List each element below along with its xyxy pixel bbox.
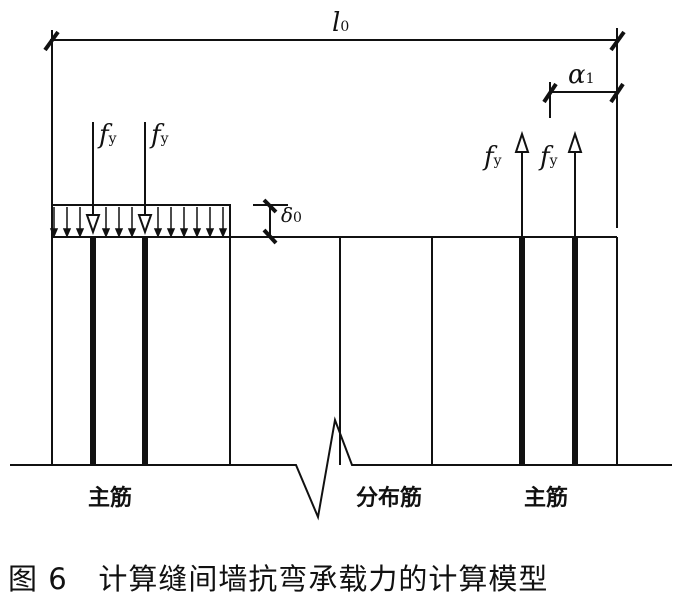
ground-break-line: [10, 416, 672, 521]
load-arrow-head: [179, 228, 189, 238]
load-arrow-head: [75, 228, 85, 238]
main-bars: [90, 237, 578, 465]
main-bar-label-right: 主筋: [524, 486, 569, 511]
load-arrow-head: [153, 228, 163, 238]
load-arrow-head: [166, 228, 176, 238]
figure-title: 计算缝间墙抗弯承载力的计算模型: [98, 562, 549, 596]
load-arrow-head: [218, 228, 228, 238]
load-arrow-head: [205, 228, 215, 238]
span-label: l0: [332, 8, 350, 38]
load-arrow-head: [127, 228, 137, 238]
load-arrow-head: [192, 228, 202, 238]
distributed-load-arrows: [49, 207, 228, 238]
force-label-1: fy: [99, 120, 117, 150]
main-bar-label-left: 主筋: [88, 486, 133, 511]
edge-distance-label: α1: [568, 60, 595, 90]
figure-caption: 图 6 计算缝间墙抗弯承载力的计算模型: [8, 556, 548, 598]
force-label-4: fy: [540, 142, 558, 172]
distributed-bar-label: 分布筋: [356, 486, 423, 511]
load-arrow-head: [62, 228, 72, 238]
load-arrow-head: [114, 228, 124, 238]
force-label-3: fy: [484, 142, 502, 172]
load-arrow-head: [49, 228, 59, 238]
delta-label: δ0: [281, 203, 302, 227]
figure-number: 图 6: [8, 562, 68, 596]
load-arrow-head: [101, 228, 111, 238]
force-label-2: fy: [151, 120, 169, 150]
